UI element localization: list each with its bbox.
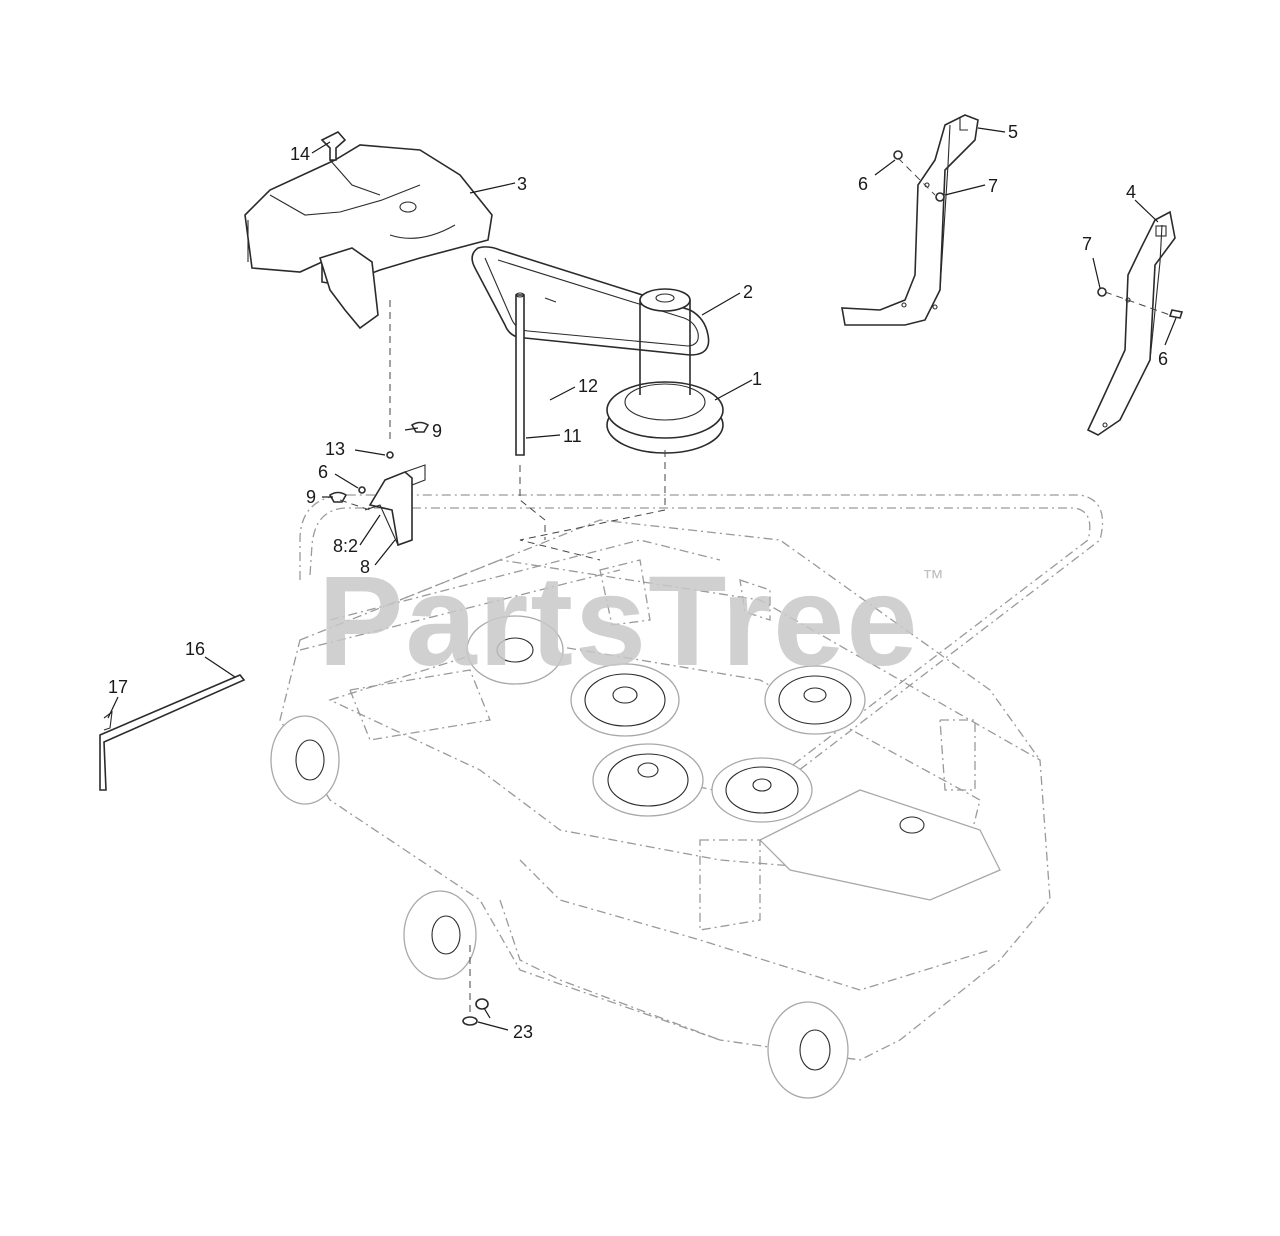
part-bolt [893,150,903,160]
part-knob [320,131,347,161]
part-shaft [515,292,557,456]
callout-7: 7 [1082,234,1092,254]
part-pulley [606,288,724,454]
part-nut [475,998,489,1010]
callout-6: 6 [1158,349,1168,369]
callout-23: 23 [513,1022,533,1042]
part-bolt [1168,309,1184,319]
callout-6: 6 [858,174,868,194]
callouts: 14 3 2 1 12 11 5 6 7 4 7 6 9 13 6 9 8:2 … [108,122,1168,1042]
callout-13: 13 [325,439,345,459]
callout-8-2: 8:2 [333,536,358,556]
assembly-lines [339,157,1171,1015]
callout-7: 7 [988,176,998,196]
watermark-logo: PartsTree [318,550,920,693]
part-washer [462,1016,478,1026]
leader-lines [107,127,1177,1031]
callout-11: 11 [563,426,582,446]
part-washer [386,451,394,459]
callout-2: 2 [743,282,753,302]
callout-16: 16 [185,639,205,659]
part-pivot-bracket [364,464,426,547]
callout-9: 9 [306,487,316,507]
part-nut [1097,287,1107,297]
callout-6: 6 [318,462,328,482]
part-belt-cover [244,144,493,330]
callout-8: 8 [360,557,370,577]
part-bolt [358,486,366,494]
part-bolt [410,421,430,433]
callout-9: 9 [432,421,442,441]
callout-17: 17 [108,677,128,697]
part-bracket-lower [1086,210,1176,436]
part-rod [99,674,246,791]
mower-deck [270,494,1104,1099]
callout-3: 3 [517,174,527,194]
callout-1: 1 [752,369,762,389]
part-nut [935,192,945,202]
callout-14: 14 [290,144,310,164]
callout-4: 4 [1126,182,1136,202]
part-bracket-upper [841,114,979,326]
callout-12: 12 [578,376,598,396]
callout-5: 5 [1008,122,1018,142]
watermark-trademark: ™ [922,565,944,590]
